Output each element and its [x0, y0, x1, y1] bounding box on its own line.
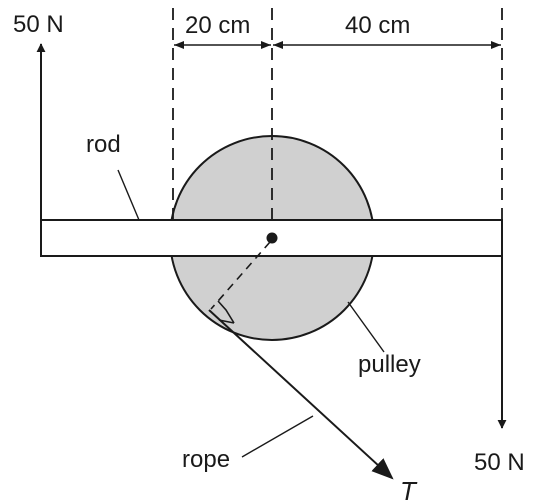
- dimension-label-left: 20 cm: [185, 12, 250, 39]
- rod-label: rod: [86, 131, 121, 158]
- pulley-label: pulley: [358, 351, 421, 378]
- pulley-leader-line: [347, 301, 385, 353]
- force-label-right: 50 N: [474, 449, 525, 476]
- rod-leader-line: [117, 169, 140, 221]
- pivot-point: [266, 232, 278, 244]
- rope-label: rope: [182, 446, 230, 473]
- dimension-label-right: 40 cm: [345, 12, 410, 39]
- force-label-left: 50 N: [13, 11, 64, 38]
- tension-label: T: [400, 476, 418, 504]
- rope-leader-line: [241, 415, 314, 458]
- right-angle-marker: [217, 300, 235, 324]
- radius-dashed-line: [210, 241, 271, 310]
- rope-line: [208, 309, 394, 480]
